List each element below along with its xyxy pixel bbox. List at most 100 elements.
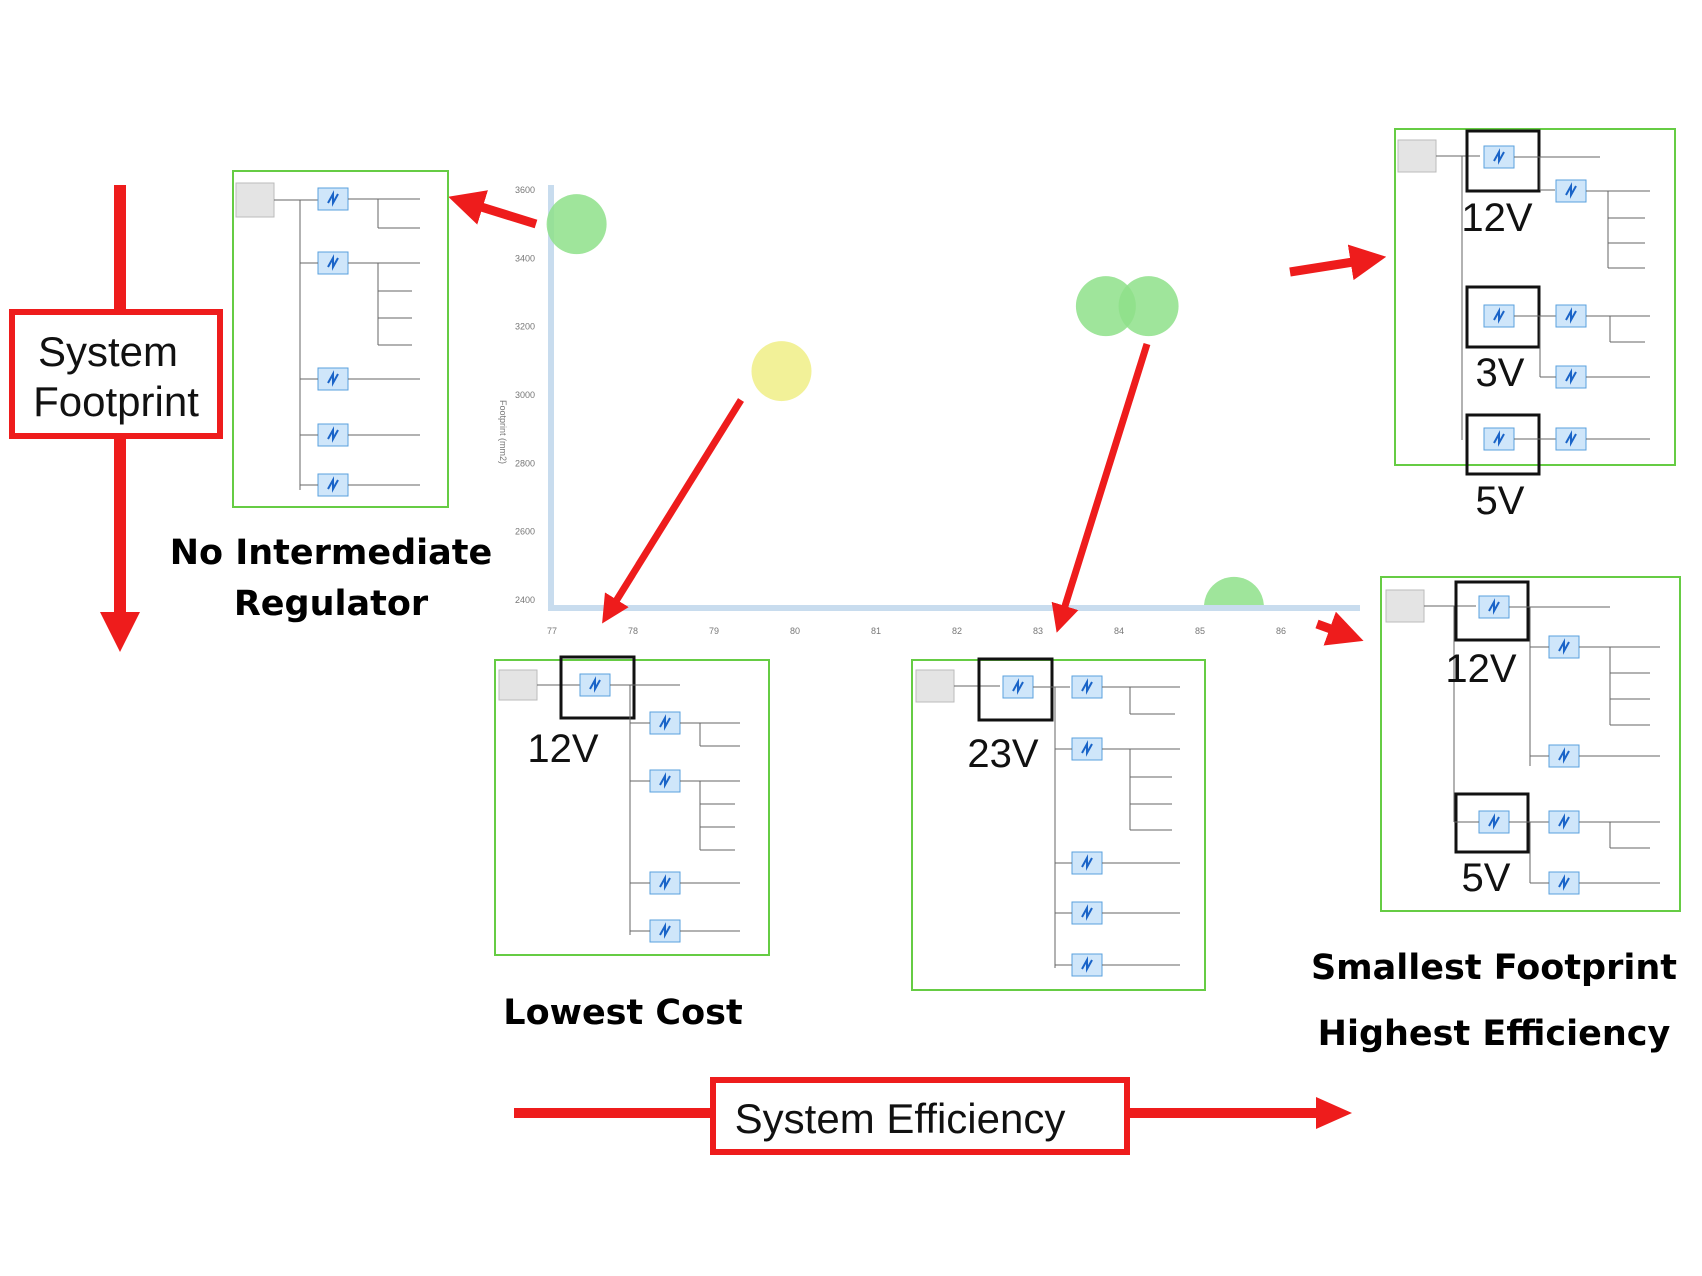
power-source-block: [498, 669, 538, 701]
voltage-label-top-right-12v: 12V: [1461, 196, 1532, 240]
regulator-block: [1548, 635, 1580, 659]
x-tick-label: 80: [790, 626, 800, 636]
y-axis-title: Footprint (mm2): [498, 400, 508, 464]
intermediate-regulator-block: [1483, 145, 1515, 169]
regulator-block: [317, 187, 349, 211]
footprint-arrow-head: [100, 612, 140, 652]
efficiency-footprint-chart: 3600 3400 3200 3000 2800 2600 2400 77 78 79 80 81 8…: [498, 185, 1360, 636]
caption-lowest-cost: Lowest Cost: [503, 993, 742, 1033]
schematic-frame: [911, 659, 1206, 991]
data-points: [546, 194, 1264, 605]
system-footprint-axis: System Footprint: [9, 185, 223, 652]
pointer-arrows: [448, 190, 1387, 646]
data-point: [546, 194, 607, 255]
regulator-block: [1555, 365, 1587, 389]
x-tick-label: 79: [709, 626, 719, 636]
schematic-smallest-footprint: 12V 3V 5V: [1394, 128, 1676, 523]
voltage-label-top-right-5v: 5V: [1476, 479, 1525, 523]
system-footprint-label-2: Footprint: [33, 378, 199, 425]
schematic-23v: 23V: [911, 657, 1206, 991]
intermediate-regulator-block: [1483, 304, 1515, 328]
intermediate-highlight-box: [1454, 792, 1530, 854]
schematic-frame: [1394, 128, 1676, 466]
regulator-block: [649, 711, 681, 735]
x-tick-label: 78: [628, 626, 638, 636]
regulator-block: [1548, 871, 1580, 895]
caption-no-intermediate-2: Regulator: [234, 584, 429, 624]
caption-no-intermediate-1: No Intermediate: [170, 533, 493, 573]
system-footprint-box: [9, 309, 223, 439]
regulator-block: [649, 871, 681, 895]
arrow-to-smallest-footprint: [1289, 244, 1387, 281]
intermediate-highlight-box: [977, 657, 1054, 722]
x-tick-label: 86: [1276, 626, 1286, 636]
power-source-block: [1385, 589, 1425, 623]
intermediate-highlight-box: [1465, 129, 1541, 193]
regulator-block: [1071, 675, 1103, 699]
y-tick-label: 3200: [515, 322, 535, 332]
system-efficiency-axis: System Efficiency: [514, 1077, 1352, 1155]
y-tick-labels: 3600 3400 3200 3000 2800 2600 2400: [515, 185, 535, 605]
y-tick-label: 2600: [515, 527, 535, 537]
x-tick-label: 81: [871, 626, 881, 636]
y-tick-label: 2400: [515, 595, 535, 605]
regulator-block: [1555, 304, 1587, 328]
intermediate-regulator-block: [579, 673, 611, 697]
voltage-label-bottom-right-5v: 5V: [1462, 856, 1511, 900]
arrow-to-lowest-cost: [602, 398, 744, 624]
schematic-frame: [232, 170, 449, 508]
regulator-block: [1548, 810, 1580, 834]
regulator-block: [1071, 953, 1103, 977]
caption-smallest-footprint: Smallest Footprint: [1311, 948, 1677, 988]
regulator-block: [1071, 851, 1103, 875]
y-tick-label: 3400: [515, 253, 535, 263]
efficiency-arrow-head: [1316, 1097, 1352, 1129]
data-point: [751, 341, 812, 402]
regulator-block: [1555, 179, 1587, 203]
system-efficiency-box: [710, 1077, 1130, 1155]
voltage-label-top-right-3v: 3V: [1476, 351, 1525, 395]
regulator-block: [1548, 744, 1580, 768]
x-tick-label: 83: [1033, 626, 1043, 636]
intermediate-highlight-box: [1465, 413, 1541, 476]
data-point: [1204, 576, 1264, 605]
regulator-block: [649, 919, 681, 943]
regulator-block: [1555, 427, 1587, 451]
x-tick-label: 82: [952, 626, 962, 636]
intermediate-regulator-block: [1002, 675, 1034, 699]
intermediate-regulator-block: [1478, 595, 1510, 619]
intermediate-highlight-box: [1454, 580, 1530, 642]
x-tick-label: 77: [547, 626, 557, 636]
caption-highest-efficiency: Highest Efficiency: [1318, 1014, 1671, 1054]
intermediate-regulator-block: [1478, 810, 1510, 834]
regulator-block: [317, 423, 349, 447]
arrow-to-23v: [1051, 342, 1151, 633]
data-point: [1118, 276, 1179, 337]
intermediate-regulator-block: [1483, 427, 1515, 451]
regulator-block: [317, 367, 349, 391]
system-footprint-label-1: System: [38, 328, 178, 375]
arrow-to-no-intermediate: [448, 190, 538, 229]
regulator-block: [1071, 901, 1103, 925]
y-tick-label: 2800: [515, 458, 535, 468]
regulator-block: [1071, 737, 1103, 761]
system-efficiency-label: System Efficiency: [735, 1095, 1066, 1142]
schematic-lowest-cost: 12V: [494, 655, 770, 956]
voltage-label-23v: 23V: [967, 732, 1038, 776]
intermediate-highlight-box: [1465, 285, 1541, 349]
y-tick-label: 3600: [515, 185, 535, 195]
x-tick-labels: 77 78 79 80 81 82 83 84 85 86: [547, 626, 1286, 636]
power-source-block: [235, 182, 275, 218]
schematic-no-intermediate: [232, 170, 449, 508]
regulator-block: [317, 251, 349, 275]
x-tick-label: 85: [1195, 626, 1205, 636]
x-tick-label: 84: [1114, 626, 1124, 636]
schematic-highest-efficiency: 12V 5V: [1380, 576, 1681, 912]
intermediate-highlight-box: [559, 655, 636, 720]
y-tick-label: 3000: [515, 390, 535, 400]
data-point: [1075, 276, 1136, 337]
power-source-block: [915, 669, 955, 703]
voltage-label-lowest-cost: 12V: [527, 727, 598, 771]
regulator-block: [317, 473, 349, 497]
